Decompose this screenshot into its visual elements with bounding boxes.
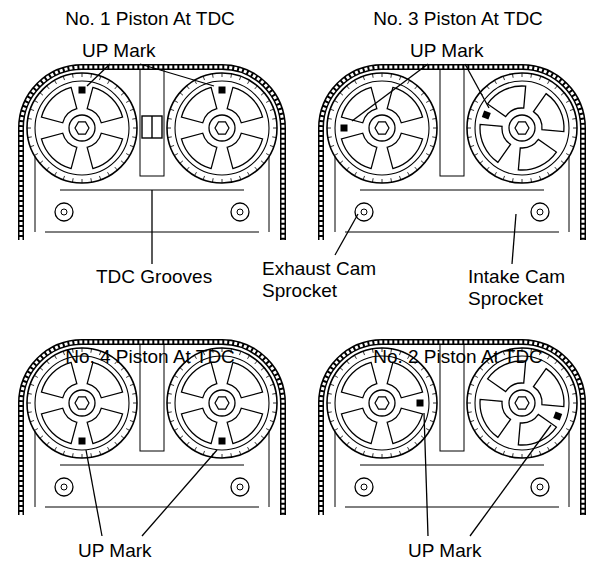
leader-line — [86, 450, 102, 536]
callout-label: Exhaust Cam Sprocket — [262, 258, 387, 302]
leader-line — [352, 64, 428, 121]
engine-front-view — [321, 341, 583, 515]
panel-heading: No. 2 Piston At TDC — [373, 346, 543, 368]
callout-label: UP Mark — [82, 40, 156, 62]
leader-line — [142, 450, 217, 536]
leader-line — [87, 64, 110, 86]
callout-label: UP Mark — [408, 540, 482, 562]
callout-label: Intake Cam Sprocket — [468, 266, 590, 310]
panel-heading: No. 4 Piston At TDC — [65, 346, 235, 368]
callout-label: UP Mark — [410, 40, 484, 62]
cam-sprocket — [327, 73, 437, 183]
callout-label: UP Mark — [78, 540, 152, 562]
callout-label: TDC Grooves — [96, 266, 212, 288]
leader-line — [335, 214, 358, 255]
panel-heading: No. 3 Piston At TDC — [373, 8, 543, 30]
leader-line — [512, 214, 516, 264]
leader-line — [140, 64, 214, 86]
cam-sprocket — [467, 73, 577, 183]
panel-heading: No. 1 Piston At TDC — [65, 8, 235, 30]
leader-line — [470, 425, 551, 536]
cam-sprocket — [167, 73, 277, 183]
engine-front-view — [21, 341, 283, 515]
cam-sprocket — [27, 73, 137, 183]
leader-line — [424, 413, 428, 536]
engine-front-view — [321, 66, 583, 240]
leader-line — [465, 64, 489, 108]
leader-line — [151, 190, 152, 264]
